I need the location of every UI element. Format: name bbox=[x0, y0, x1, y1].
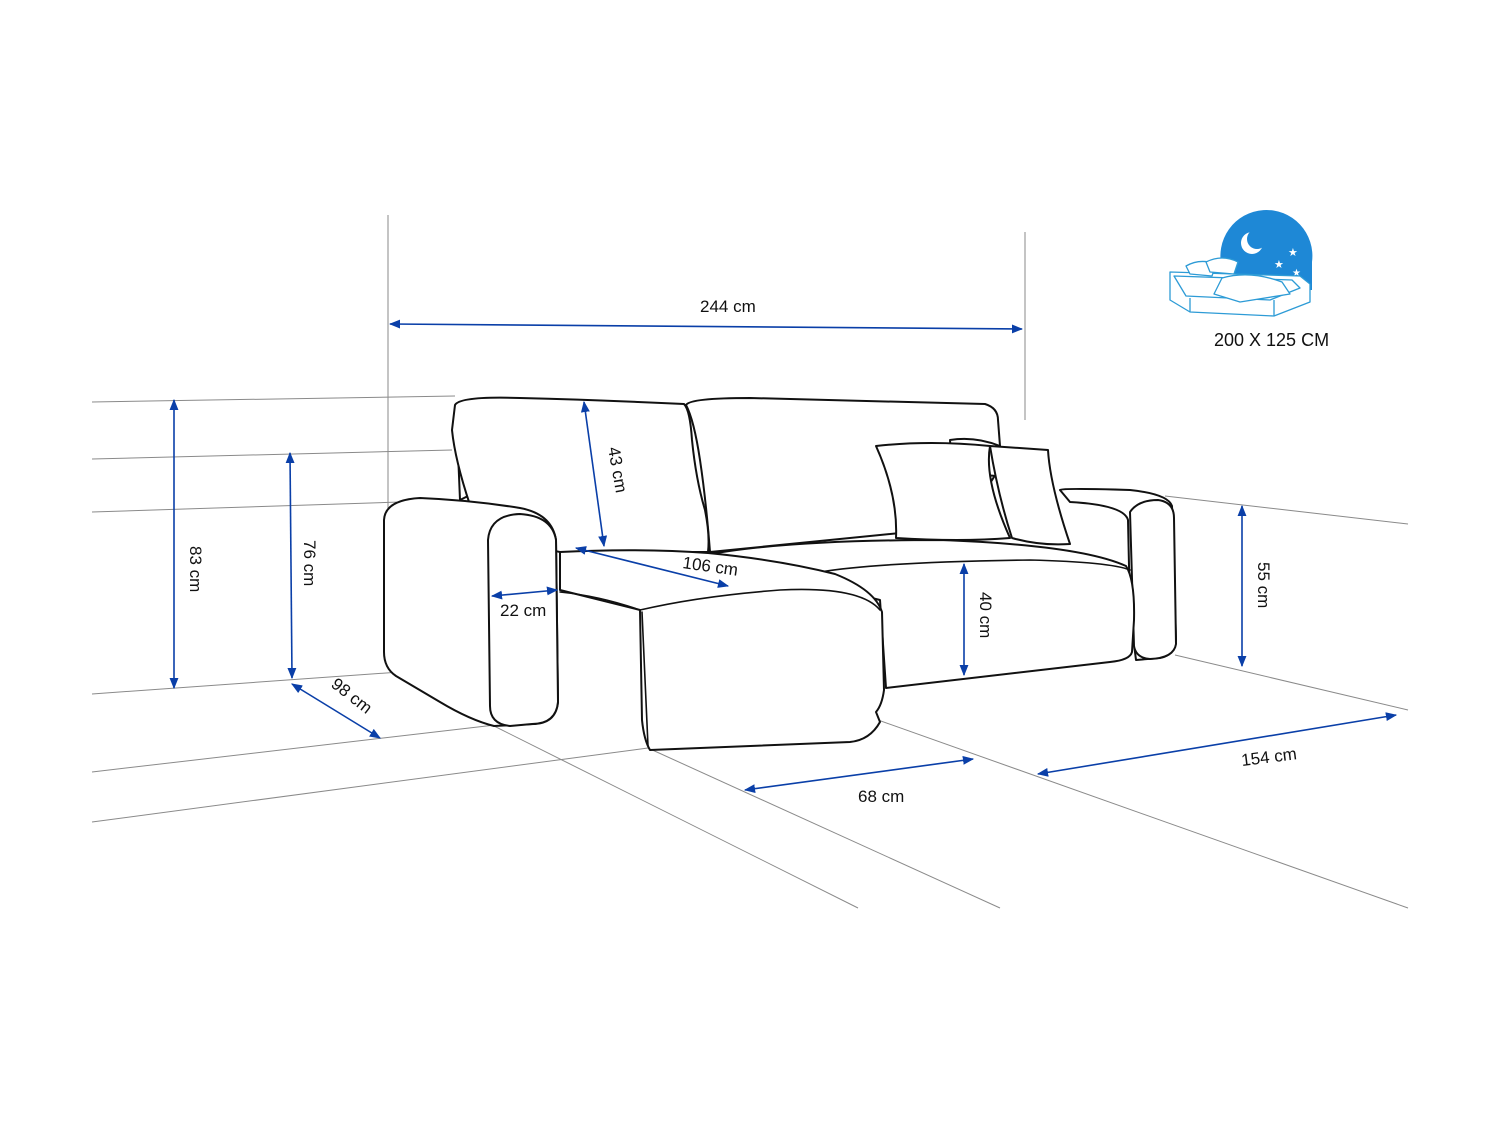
sleep-badge: ★ ★ ★ ★ 200 X 125 CM bbox=[1169, 209, 1329, 350]
svg-text:★: ★ bbox=[1288, 246, 1298, 259]
chaise-seat bbox=[559, 549, 885, 751]
sleep-area-label: 200 X 125 CM bbox=[1214, 330, 1329, 350]
dim-line-68 bbox=[743, 755, 975, 794]
dim-line-98 bbox=[291, 683, 381, 739]
dim-label-154: 154 cm bbox=[1240, 744, 1298, 770]
dim-label-83: 83 cm bbox=[186, 546, 205, 592]
throw-pillow-1 bbox=[875, 442, 1011, 541]
dim-line-76 bbox=[285, 451, 297, 680]
bed-night-icon: ★ ★ ★ ★ bbox=[1169, 209, 1313, 317]
dim-label-55: 55 cm bbox=[1254, 562, 1273, 608]
svg-text:★: ★ bbox=[1274, 258, 1284, 271]
dim-line-244 bbox=[388, 319, 1024, 334]
dim-label-68: 68 cm bbox=[858, 787, 904, 806]
throw-pillow-2 bbox=[989, 445, 1071, 546]
dim-label-244: 244 cm bbox=[700, 297, 756, 316]
dim-label-40: 40 cm bbox=[976, 592, 995, 638]
dim-label-22: 22 cm bbox=[500, 601, 546, 620]
dimension-lines bbox=[169, 319, 1398, 794]
dim-line-106 bbox=[574, 546, 730, 588]
dim-line-43 bbox=[580, 400, 608, 548]
svg-text:★: ★ bbox=[1292, 268, 1301, 279]
sofa-drawing bbox=[383, 396, 1177, 751]
dim-line-154 bbox=[1036, 712, 1398, 777]
dim-line-22 bbox=[490, 586, 559, 600]
front-armrest-face bbox=[487, 513, 559, 727]
guide-lines bbox=[91, 215, 1409, 909]
dim-label-76: 76 cm bbox=[300, 540, 319, 586]
